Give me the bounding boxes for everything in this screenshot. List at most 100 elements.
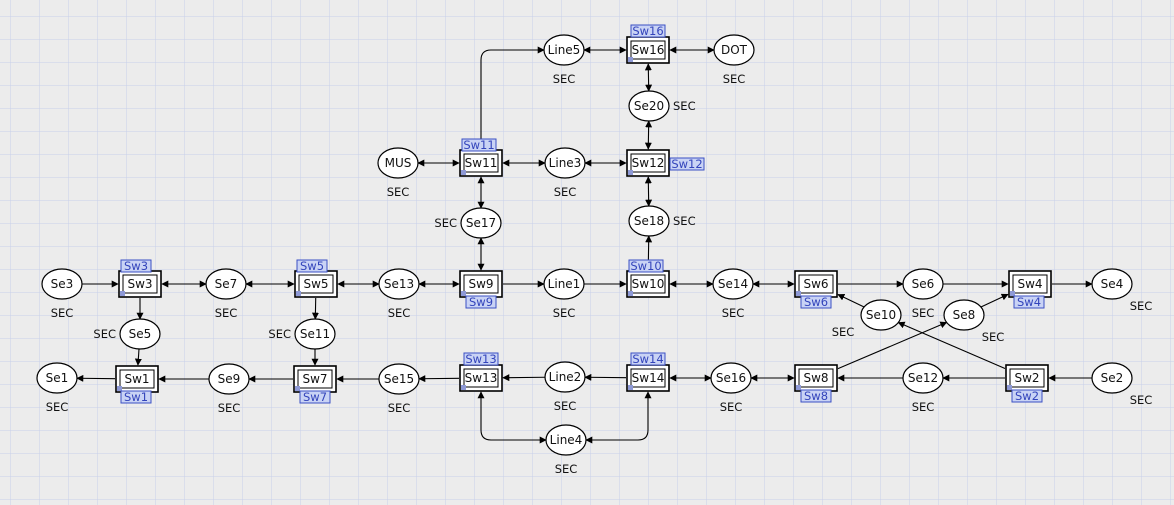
place-caption: SEC <box>46 400 69 414</box>
place-ellipse[interactable] <box>544 147 586 179</box>
place-ellipse[interactable] <box>205 268 247 300</box>
arc-se10-sw6[interactable] <box>837 293 865 308</box>
arc-sw12-se18[interactable] <box>644 176 653 207</box>
transition-tag-box <box>120 259 152 273</box>
nodes-layer: Se3SECSe7SECSe13SECLine1SECSe14SECSe6SEC… <box>36 24 1152 476</box>
arc-line4-sw14[interactable] <box>585 391 652 444</box>
transition-label: Sw10 <box>632 277 665 291</box>
place-label: Se12 <box>908 371 938 385</box>
place-ellipse[interactable] <box>377 147 419 179</box>
place-caption: SEC <box>554 185 577 199</box>
place-ellipse[interactable] <box>943 299 985 331</box>
place-ellipse[interactable] <box>1091 362 1133 394</box>
place-label: Se10 <box>866 308 896 322</box>
place-ellipse[interactable] <box>628 205 670 237</box>
transition-tag: Sw6 <box>804 295 828 309</box>
substitution-marker <box>628 385 633 390</box>
arc-sw8-se8[interactable] <box>837 321 948 370</box>
transition-tag: Sw7 <box>303 390 327 404</box>
substitution-marker <box>461 170 466 175</box>
place-label: Se5 <box>129 327 152 341</box>
place-ellipse[interactable] <box>544 361 586 393</box>
transition-inner-box <box>630 40 666 60</box>
place-ellipse[interactable] <box>902 362 944 394</box>
place-ellipse[interactable] <box>543 34 585 66</box>
place-ellipse[interactable] <box>378 268 420 300</box>
arc-line2-sw13[interactable] <box>502 374 546 382</box>
transition-label: Sw3 <box>127 277 152 291</box>
place-ellipse[interactable] <box>378 363 420 395</box>
transition-inner-box <box>122 274 158 294</box>
place-caption: SEC <box>912 400 935 414</box>
place-ellipse[interactable] <box>710 362 752 394</box>
place-ellipse[interactable] <box>460 207 502 239</box>
arc-se8-sw4[interactable] <box>980 293 1009 308</box>
transition-tag: Sw10 <box>630 259 661 273</box>
arc-sw13-line4[interactable] <box>477 391 547 444</box>
place-ellipse[interactable] <box>902 268 944 300</box>
place-ellipse[interactable] <box>208 363 250 395</box>
arc-se5-sw1[interactable] <box>134 348 142 366</box>
place-label: Se6 <box>912 277 935 291</box>
place-ellipse[interactable] <box>543 268 585 300</box>
place-ellipse[interactable] <box>1091 268 1133 300</box>
arc-sw2-se10[interactable] <box>897 321 1006 370</box>
place-ellipse[interactable] <box>712 268 754 300</box>
place-ellipse[interactable] <box>41 268 83 300</box>
place-ellipse[interactable] <box>860 299 902 331</box>
transition-tag-box <box>669 157 705 171</box>
substitution-marker <box>117 386 122 391</box>
place-ellipse[interactable] <box>713 34 755 66</box>
transition-label: Sw7 <box>302 372 327 386</box>
place-ellipse[interactable] <box>36 362 78 394</box>
place-ellipse[interactable] <box>294 318 336 350</box>
place-ellipse[interactable] <box>545 424 587 456</box>
place-ellipse[interactable] <box>628 90 670 122</box>
substitution-marker <box>461 385 466 390</box>
place-label: Se13 <box>384 277 414 291</box>
place-ellipse[interactable] <box>119 318 161 350</box>
arc-sw11-line5[interactable] <box>480 46 545 149</box>
